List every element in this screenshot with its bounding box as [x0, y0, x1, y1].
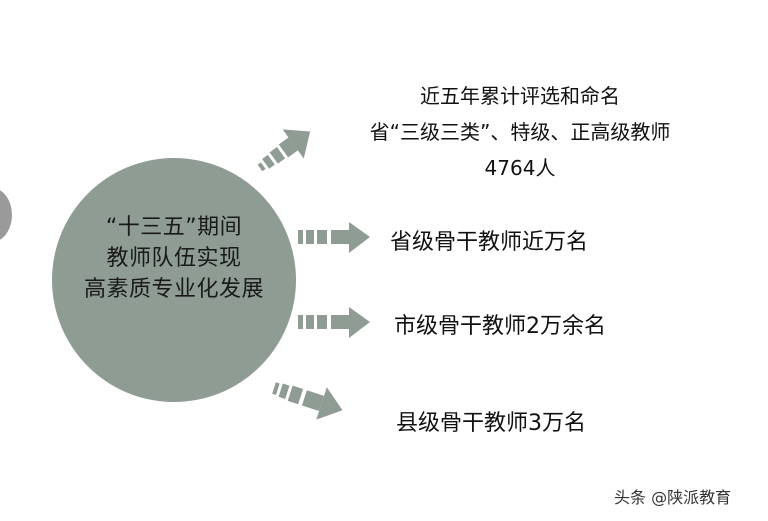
branch-1-line-1: 近五年累计评选和命名	[420, 84, 620, 108]
branch-1-line-2: 省“三级三类”、特级、正高级教师	[369, 120, 671, 144]
center-line-3: 高素质专业化发展	[83, 276, 264, 302]
branch-1-text: 近五年累计评选和命名 省“三级三类”、特级、正高级教师 4764人	[334, 78, 706, 186]
center-line-1: “十三五”期间	[105, 214, 243, 240]
branch-1-line-3: 4764人	[484, 156, 556, 180]
branch-4-text: 县级骨干教师3万名	[396, 411, 586, 436]
arrow-right-icon	[298, 307, 370, 338]
partial-circle-decoration	[0, 188, 12, 242]
center-circle: “十三五”期间 教师队伍实现 高素质专业化发展	[52, 158, 296, 402]
branch-3-text: 市级骨干教师2万余名	[394, 314, 606, 339]
arrow-down-right-icon	[272, 382, 343, 420]
branch-2-text: 省级骨干教师近万名	[390, 230, 589, 255]
center-line-2: 教师队伍实现	[106, 245, 242, 271]
arrow-right-icon	[298, 222, 370, 253]
watermark: 头条 @陕派教育	[614, 488, 732, 507]
arrow-up-right-icon	[257, 129, 311, 172]
